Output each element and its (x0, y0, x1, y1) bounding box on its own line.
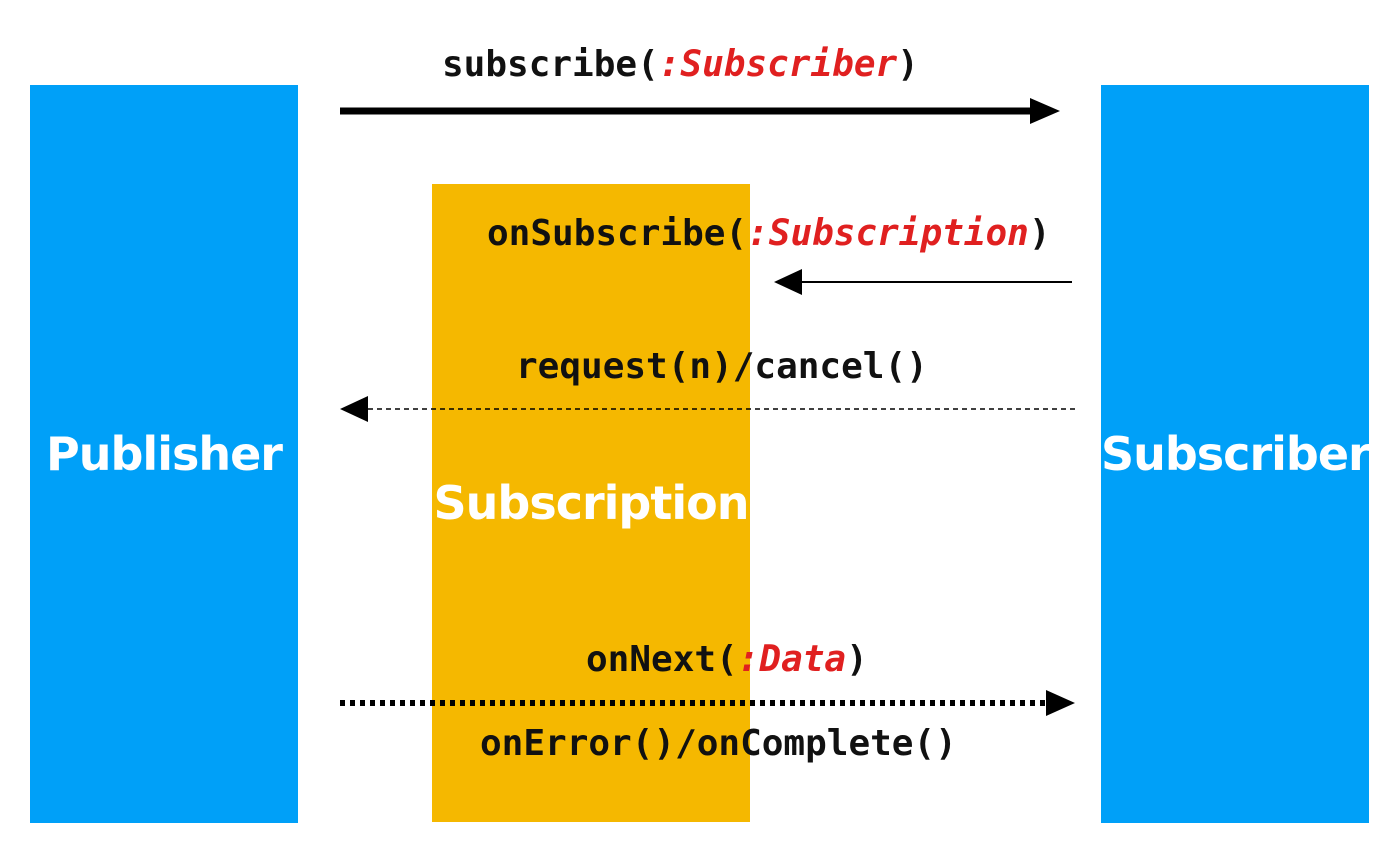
request-cancel-message: request(n)/cancel() (516, 346, 928, 387)
subscriber-block: Subscriber (1101, 85, 1371, 823)
on-next-arrow (340, 690, 1075, 716)
on-next-message: onNext(:Data) (586, 642, 868, 678)
request-cancel-arrow (340, 396, 1078, 422)
on-subscribe-message-name: onSubscribe( (487, 213, 748, 254)
subscribe-message-close: ) (897, 44, 919, 85)
subscribe-message-name: subscribe( (442, 44, 659, 85)
on-subscribe-message-close: ) (1028, 213, 1051, 254)
subscribe-arrow (340, 98, 1060, 124)
subscribe-message: subscribe(:Subscriber) (442, 47, 919, 83)
on-next-message-name: onNext( (586, 639, 738, 680)
subscriber-label: Subscriber (1101, 427, 1371, 481)
subscribe-message-arg: :Subscriber (658, 44, 898, 85)
publisher-label: Publisher (46, 427, 283, 481)
on-error-complete-message: onError()/onComplete() (480, 723, 957, 764)
subscription-label: Subscription (433, 476, 750, 530)
on-next-message-arg: :Data (737, 639, 847, 680)
on-subscribe-message-arg: :Subscription (747, 213, 1029, 254)
publisher-block: Publisher (30, 85, 298, 823)
on-subscribe-message: onSubscribe(:Subscription) (487, 216, 1051, 252)
on-subscribe-arrow (774, 269, 1072, 295)
subscription-block: Subscription (432, 184, 750, 822)
on-next-message-close: ) (846, 639, 868, 680)
